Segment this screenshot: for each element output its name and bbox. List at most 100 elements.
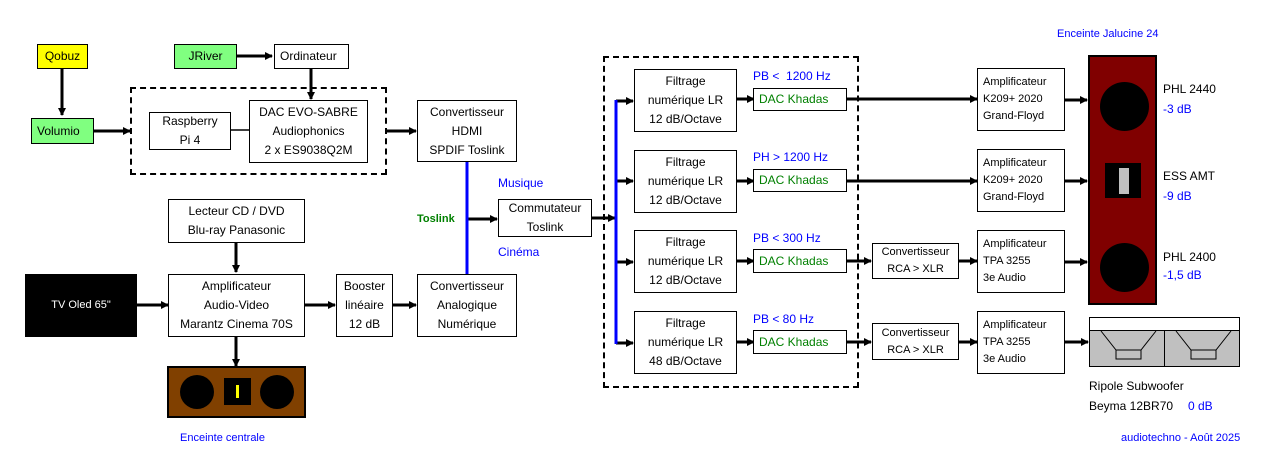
filter-box-1: Filtrage numérique LR 12 dB/Octave — [634, 69, 737, 132]
adc-line-3: Numérique — [437, 317, 497, 331]
filter-2-line-3: 12 dB/Octave — [649, 193, 722, 207]
hdmi-conv-line-3: SPDIF Toslink — [429, 142, 505, 157]
center-speaker — [167, 366, 306, 418]
amp-box-3: Amplificateur TPA 3255 3e Audio — [977, 230, 1065, 293]
amp-box-1: Amplificateur K209+ 2020 Grand-Floyd — [977, 68, 1065, 131]
commutateur-line-1: Commutateur — [508, 201, 582, 215]
center-tweeter-ribbon — [236, 385, 239, 398]
dac-evo-line-2: Audiophonics — [272, 124, 345, 138]
amp-2-line-1: Amplificateur — [983, 157, 1047, 169]
adc-line-1: Convertisseur — [429, 279, 505, 293]
filter-box-3: Filtrage numérique LR 12 dB/Octave — [634, 230, 737, 293]
filter-4-line-3: 48 dB/Octave — [649, 354, 722, 368]
filter-3-line-3: 12 dB/Octave — [649, 273, 722, 287]
ordinateur-box: Ordinateur — [274, 44, 349, 69]
filter-3-line-1: Filtrage — [665, 235, 706, 249]
dsp-group — [603, 56, 859, 388]
amp-4-line-2: TPA 3255 — [983, 336, 1031, 348]
filter-3-line-2: numérique LR — [647, 254, 724, 268]
dac-khadas-1: DAC Khadas — [753, 88, 847, 111]
driver-label-2: ESS AMT — [1163, 169, 1216, 183]
filter-4-line-2: numérique LR — [647, 335, 724, 349]
filter-box-4: Filtrage numérique LR 48 dB/Octave — [634, 311, 737, 374]
midwoofer-icon — [1100, 243, 1149, 292]
amp-3-line-2: TPA 3255 — [983, 255, 1031, 267]
center-speaker-label: Enceinte centrale — [180, 432, 265, 444]
hdmi-conv-line-1: Convertisseur — [429, 104, 505, 119]
raspberry-line-1: Raspberry — [162, 114, 218, 128]
raspberry-box: Raspberry Pi 4 — [149, 112, 231, 150]
av-amp-line-3: Marantz Cinema 70S — [180, 317, 293, 331]
amt-ribbon — [1119, 168, 1129, 194]
footer-credit: audiotechno - Août 2025 — [1121, 432, 1241, 444]
band-label-2: PH > 1200 Hz — [753, 150, 829, 164]
gain-label-1: -3 dB — [1163, 102, 1192, 116]
driver-label-3: PHL 2400 — [1163, 250, 1216, 264]
av-amp-line-2: Audio-Video — [203, 298, 270, 312]
qobuz-box: Qobuz — [37, 44, 88, 69]
filter-box-2: Filtrage numérique LR 12 dB/Octave — [634, 150, 737, 213]
av-amp-line-1: Amplificateur — [201, 279, 272, 293]
amt-tweeter-icon — [1105, 163, 1141, 198]
dac-evo-box: DAC EVO-SABRE Audiophonics 2 x ES9038Q2M — [249, 100, 368, 163]
amp-1-line-1: Amplificateur — [983, 76, 1047, 88]
amp-3-line-3: 3e Audio — [983, 272, 1026, 284]
driver-label-1: PHL 2440 — [1163, 82, 1216, 96]
rca-xlr-converter-4: Convertisseur RCA > XLR — [872, 323, 959, 360]
commutateur-box: Commutateur Toslink — [498, 199, 592, 237]
subwoofer-name: Ripole Subwoofer — [1089, 379, 1184, 393]
main-speaker-cabinet — [1088, 55, 1157, 305]
booster-box: Booster linéaire 12 dB — [336, 274, 393, 337]
booster-line-1: Booster — [343, 279, 386, 293]
dac-khadas-4: DAC Khadas — [753, 330, 847, 354]
qobuz-label: Qobuz — [44, 49, 81, 63]
hdmi-conv-line-2: HDMI — [451, 123, 483, 138]
amp-4-line-3: 3e Audio — [983, 353, 1026, 365]
filter-1-line-3: 12 dB/Octave — [649, 112, 722, 126]
dac-khadas-2: DAC Khadas — [753, 169, 847, 192]
filter-1-line-1: Filtrage — [665, 74, 706, 88]
center-tweeter — [224, 378, 251, 405]
tv-label: TV Oled 65" — [51, 299, 111, 311]
subwoofer-cabinet — [1089, 317, 1240, 367]
commutateur-line-2: Toslink — [526, 220, 564, 234]
rca-xlr-4-line-2: RCA > XLR — [887, 343, 944, 356]
rca-xlr-converter-3: Convertisseur RCA > XLR — [872, 243, 959, 279]
center-woofer-left — [180, 375, 214, 409]
band-label-4: PB < 80 Hz — [753, 312, 815, 326]
rca-xlr-4-line-1: Convertisseur — [881, 326, 950, 339]
dac-evo-line-1: DAC EVO-SABRE — [259, 105, 358, 119]
cd-player-box: Lecteur CD / DVD Blu-ray Panasonic — [168, 199, 305, 243]
cinema-label: Cinéma — [498, 245, 540, 259]
gain-label-2: -9 dB — [1163, 189, 1192, 203]
band-label-3: PB < 300 Hz — [753, 231, 821, 245]
subwoofer-driver: Beyma 12BR70 — [1089, 399, 1174, 413]
jriver-label: JRiver — [188, 49, 223, 63]
hdmi-converter-box: Convertisseur HDMI SPDIF Toslink — [417, 100, 517, 162]
dac-khadas-2-label: DAC Khadas — [759, 173, 829, 187]
volumio-label: Volumio — [37, 123, 80, 138]
amp-box-4: Amplificateur TPA 3255 3e Audio — [977, 311, 1065, 374]
volumio-box: Volumio — [31, 118, 94, 144]
tv-box: TV Oled 65" — [25, 274, 137, 337]
band-label-1: PB < 1200 Hz — [753, 69, 831, 83]
booster-line-3: 12 dB — [348, 317, 381, 331]
amp-1-line-2: K209+ 2020 — [983, 93, 1043, 105]
subwoofer-gain: 0 dB — [1188, 399, 1213, 413]
rca-xlr-3-line-2: RCA > XLR — [887, 263, 944, 275]
dac-khadas-3: DAC Khadas — [753, 249, 847, 273]
filter-1-line-2: numérique LR — [647, 93, 724, 107]
booster-line-2: linéaire — [345, 298, 384, 312]
amp-2-line-3: Grand-Floyd — [983, 191, 1045, 203]
dac-khadas-1-label: DAC Khadas — [759, 92, 829, 106]
dac-evo-line-3: 2 x ES9038Q2M — [264, 143, 353, 157]
amp-2-line-2: K209+ 2020 — [983, 174, 1043, 186]
ordinateur-label: Ordinateur — [280, 49, 337, 63]
filter-2-line-2: numérique LR — [647, 174, 724, 188]
subwoofer-drivers-icon — [1100, 330, 1232, 360]
amp-4-line-1: Amplificateur — [983, 319, 1047, 331]
amp-3-line-1: Amplificateur — [983, 238, 1047, 250]
jriver-box: JRiver — [174, 44, 237, 69]
musique-label: Musique — [498, 176, 544, 190]
subwoofer-divider — [1164, 330, 1165, 366]
